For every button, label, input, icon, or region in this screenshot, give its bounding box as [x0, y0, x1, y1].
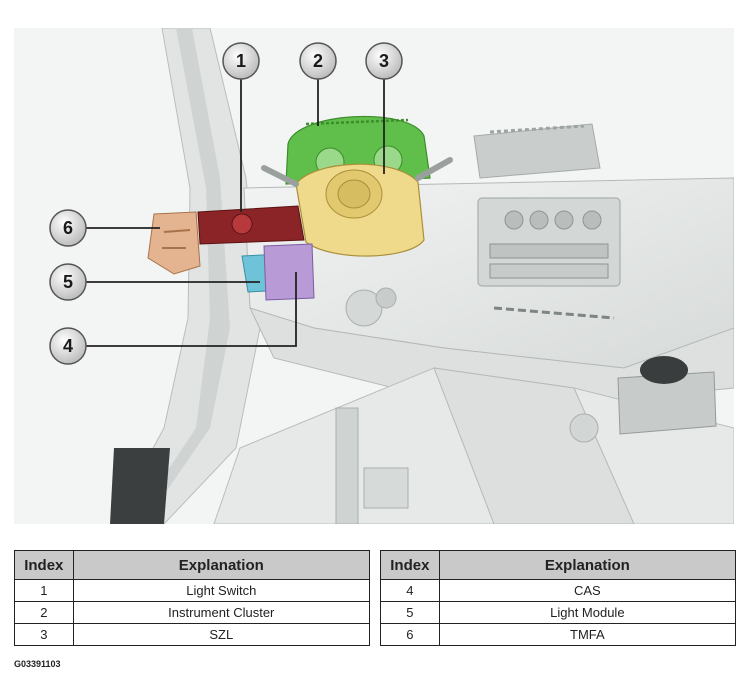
leader-line-4 [86, 272, 297, 347]
legend-explanation-cell: CAS [438, 579, 737, 602]
legend-explanation-cell: Light Module [438, 601, 737, 624]
legend-header-explanation-left: Explanation [72, 550, 370, 580]
legend-row: 2 Instrument Cluster 5 Light Module [14, 601, 737, 624]
callout-2-number: 2 [313, 51, 323, 71]
legend-header-index-left: Index [14, 550, 74, 580]
legend-explanation-cell: SZL [72, 623, 370, 646]
legend-gap [369, 601, 381, 624]
cas-part [263, 243, 315, 301]
legend-gap [369, 623, 381, 646]
legend-index-cell: 6 [380, 623, 440, 646]
szl-part [261, 157, 453, 257]
legend-table: Index Explanation Index Explanation 1 Li… [14, 550, 737, 646]
callout-2: 2 [299, 42, 337, 80]
callout-6-number: 6 [63, 218, 73, 238]
leader-lines [86, 78, 385, 347]
legend-header-index-right: Index [380, 550, 440, 580]
legend-header-explanation-right: Explanation [438, 550, 737, 580]
legend-index-cell: 3 [14, 623, 74, 646]
legend-index-cell: 2 [14, 601, 74, 624]
legend-index-cell: 5 [380, 601, 440, 624]
callout-6: 6 [49, 209, 87, 247]
callout-4-number: 4 [63, 336, 73, 356]
floor-tunnel [213, 287, 734, 524]
callout-3: 3 [365, 42, 403, 80]
tmfa-part [147, 211, 201, 275]
legend-explanation-cell: TMFA [438, 623, 737, 646]
light-switch-part [197, 205, 305, 245]
callout-1-number: 1 [236, 51, 246, 71]
legend-explanation-cell: Instrument Cluster [72, 601, 370, 624]
legend-row: 3 SZL 6 TMFA [14, 623, 737, 646]
legend-index-cell: 1 [14, 579, 74, 602]
legend-row: 1 Light Switch 4 CAS [14, 579, 737, 602]
legend-gap [369, 579, 381, 602]
callout-4: 4 [49, 327, 87, 365]
callout-3-number: 3 [379, 51, 389, 71]
a-pillar [110, 28, 261, 524]
illustration-svg: 1 2 3 4 5 6 [14, 28, 734, 524]
legend-header-row: Index Explanation Index Explanation [14, 550, 737, 580]
callout-1: 1 [222, 42, 260, 80]
figure-code: G03391103 [14, 659, 61, 669]
callout-5: 5 [49, 263, 87, 301]
legend-gap [369, 550, 381, 580]
callout-5-number: 5 [63, 272, 73, 292]
legend-explanation-cell: Light Switch [72, 579, 370, 602]
legend-index-cell: 4 [380, 579, 440, 602]
vehicle-cutaway-illustration: 1 2 3 4 5 6 [14, 28, 734, 524]
